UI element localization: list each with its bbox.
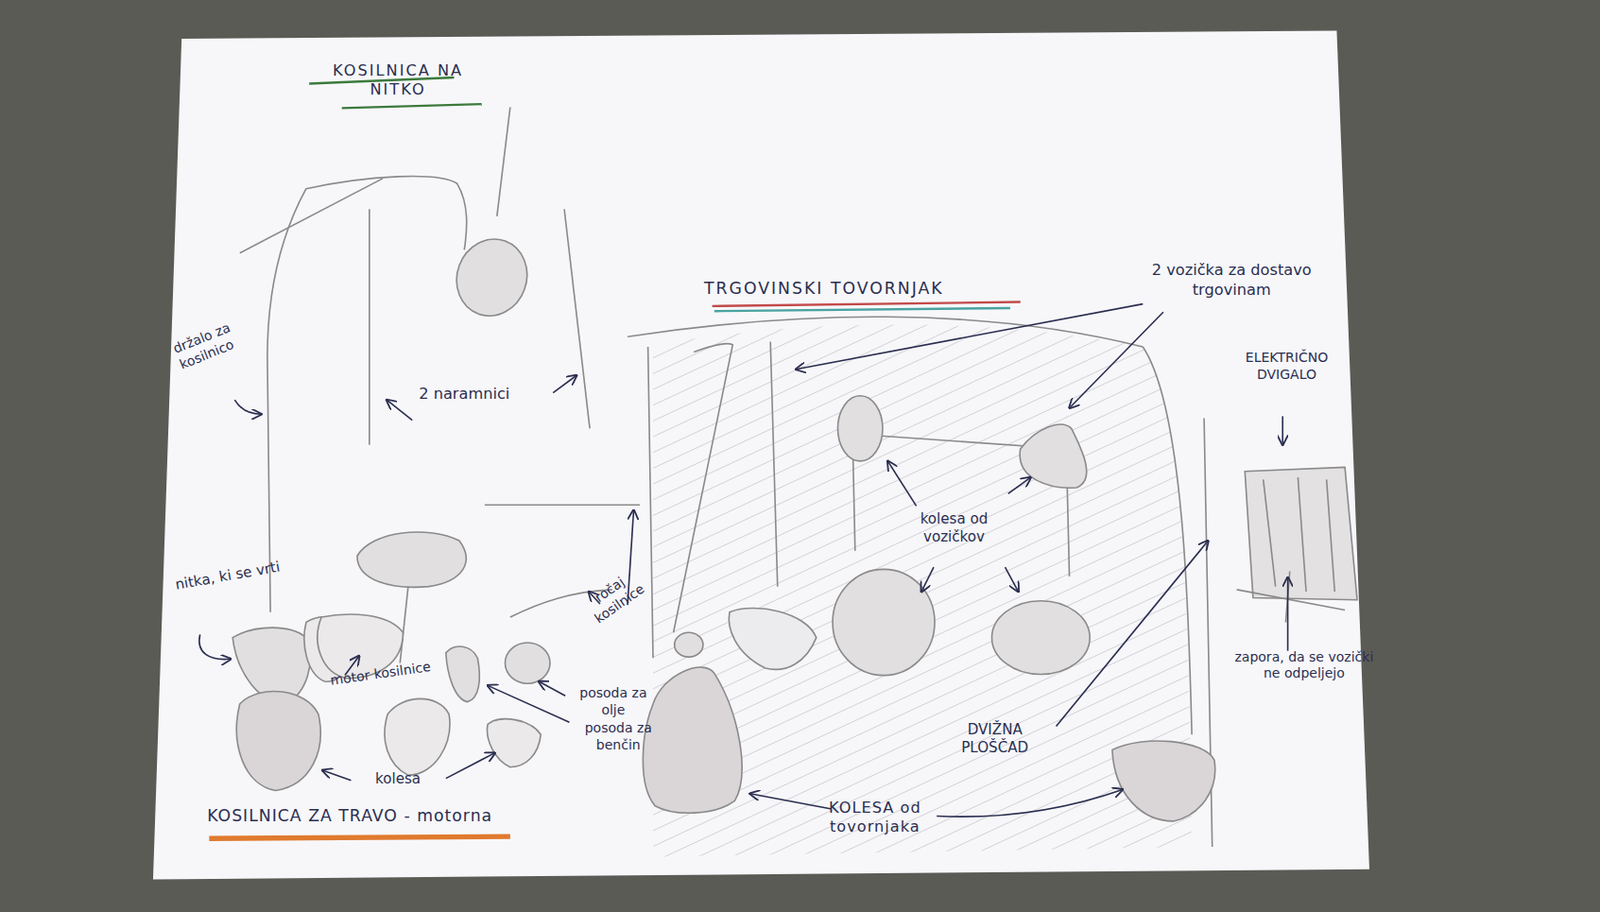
sketch-stroke bbox=[357, 532, 466, 587]
sketch-stroke bbox=[627, 316, 1143, 347]
sketch-stroke bbox=[236, 690, 321, 791]
sketch-stroke bbox=[446, 229, 538, 327]
sketch-stroke bbox=[795, 304, 1143, 370]
part-label: 2 vozička za dostavo trgovinam bbox=[1144, 260, 1319, 300]
sketch-stroke bbox=[240, 178, 383, 254]
sketch-stroke bbox=[446, 646, 480, 703]
leader-arrows bbox=[199, 304, 1289, 818]
part-label: posoda za benčin bbox=[567, 720, 670, 754]
sketch-stroke bbox=[199, 634, 231, 659]
part-label: ročaj kosilnice bbox=[571, 560, 658, 635]
part-label: zapora, da se vozički ne odpeljejo bbox=[1232, 649, 1376, 683]
sketch-stroke bbox=[1069, 311, 1164, 408]
part-label: 2 naramnici bbox=[402, 384, 526, 404]
paper-sheet bbox=[153, 30, 1370, 879]
part-label: kolesa bbox=[352, 770, 445, 789]
heading: KOSILNICA ZA TRAVO - motorna bbox=[206, 806, 636, 827]
sketch-stroke bbox=[728, 608, 816, 671]
sketch-stroke bbox=[714, 308, 1011, 311]
sketch-stroke bbox=[921, 567, 934, 592]
sketch-stroke bbox=[322, 770, 351, 781]
sketch-stroke bbox=[386, 399, 413, 421]
sketch-stroke bbox=[368, 208, 371, 445]
sketch-stroke bbox=[674, 632, 704, 657]
sketch-stroke bbox=[1005, 567, 1019, 592]
trimmer-sketch bbox=[232, 106, 590, 704]
sketch-stroke bbox=[538, 681, 566, 696]
part-label: KOLESA od tovornjaka bbox=[801, 798, 950, 838]
mower-sketch bbox=[236, 504, 640, 791]
sketch-stroke bbox=[832, 568, 935, 675]
sketch-stroke bbox=[1244, 466, 1358, 600]
sketch-stroke bbox=[484, 504, 640, 507]
sketch-stroke bbox=[1008, 477, 1032, 494]
part-label: nitka, ki se vrti bbox=[173, 546, 348, 594]
sketch-stroke bbox=[1112, 740, 1216, 822]
sketch-stroke bbox=[399, 586, 409, 664]
sketch-stroke bbox=[487, 685, 569, 723]
sketch-stroke bbox=[673, 344, 734, 634]
sketch-stroke bbox=[552, 375, 577, 393]
heading: KOSILNICA NA NITKO bbox=[306, 61, 490, 101]
heading: TRGOVINSKI TOVORNJAK bbox=[704, 278, 1032, 300]
part-label: držalo za kosilnico bbox=[171, 299, 288, 373]
sketch-stroke bbox=[234, 399, 261, 414]
part-label: motor kosilnice bbox=[328, 658, 432, 689]
sketch-stroke bbox=[504, 642, 551, 684]
sketch-stroke bbox=[342, 103, 482, 108]
sketch-stroke bbox=[991, 601, 1090, 675]
sketch-stroke bbox=[750, 793, 832, 809]
sketch-stroke bbox=[208, 836, 511, 839]
sketch-stroke bbox=[487, 719, 542, 768]
sketch-stroke bbox=[446, 753, 496, 779]
sketch-stroke bbox=[1287, 577, 1290, 652]
part-label: kolesa od vozičkov bbox=[897, 510, 1011, 547]
sketch-stroke bbox=[712, 302, 1021, 307]
sketch-stroke bbox=[1297, 477, 1307, 592]
sketch-stroke bbox=[384, 698, 450, 775]
sketch-stroke bbox=[887, 461, 916, 506]
sketch-stroke bbox=[497, 106, 511, 216]
part-label: ELEKTRIČNO DVIGALO bbox=[1220, 349, 1353, 383]
sketch-stroke bbox=[853, 459, 856, 551]
sketch-stroke bbox=[1263, 479, 1276, 586]
part-label: posoda za olje bbox=[567, 685, 659, 719]
truck-sketch bbox=[627, 316, 1358, 857]
sketch-stroke bbox=[648, 346, 654, 658]
sketch-stroke bbox=[1237, 589, 1345, 611]
sketch-stroke bbox=[936, 789, 1123, 817]
sketch-stroke bbox=[1056, 540, 1209, 726]
part-label: DVIŽNA PLOŠČAD bbox=[933, 721, 1057, 757]
sketch-stroke bbox=[642, 667, 742, 813]
sketch-stroke bbox=[1142, 346, 1192, 735]
sketch-stroke bbox=[1281, 415, 1284, 445]
sketch-stroke bbox=[564, 208, 590, 429]
sketch-stroke bbox=[770, 342, 778, 587]
sketch-stroke bbox=[837, 395, 883, 462]
sketch-stroke bbox=[1326, 479, 1336, 592]
